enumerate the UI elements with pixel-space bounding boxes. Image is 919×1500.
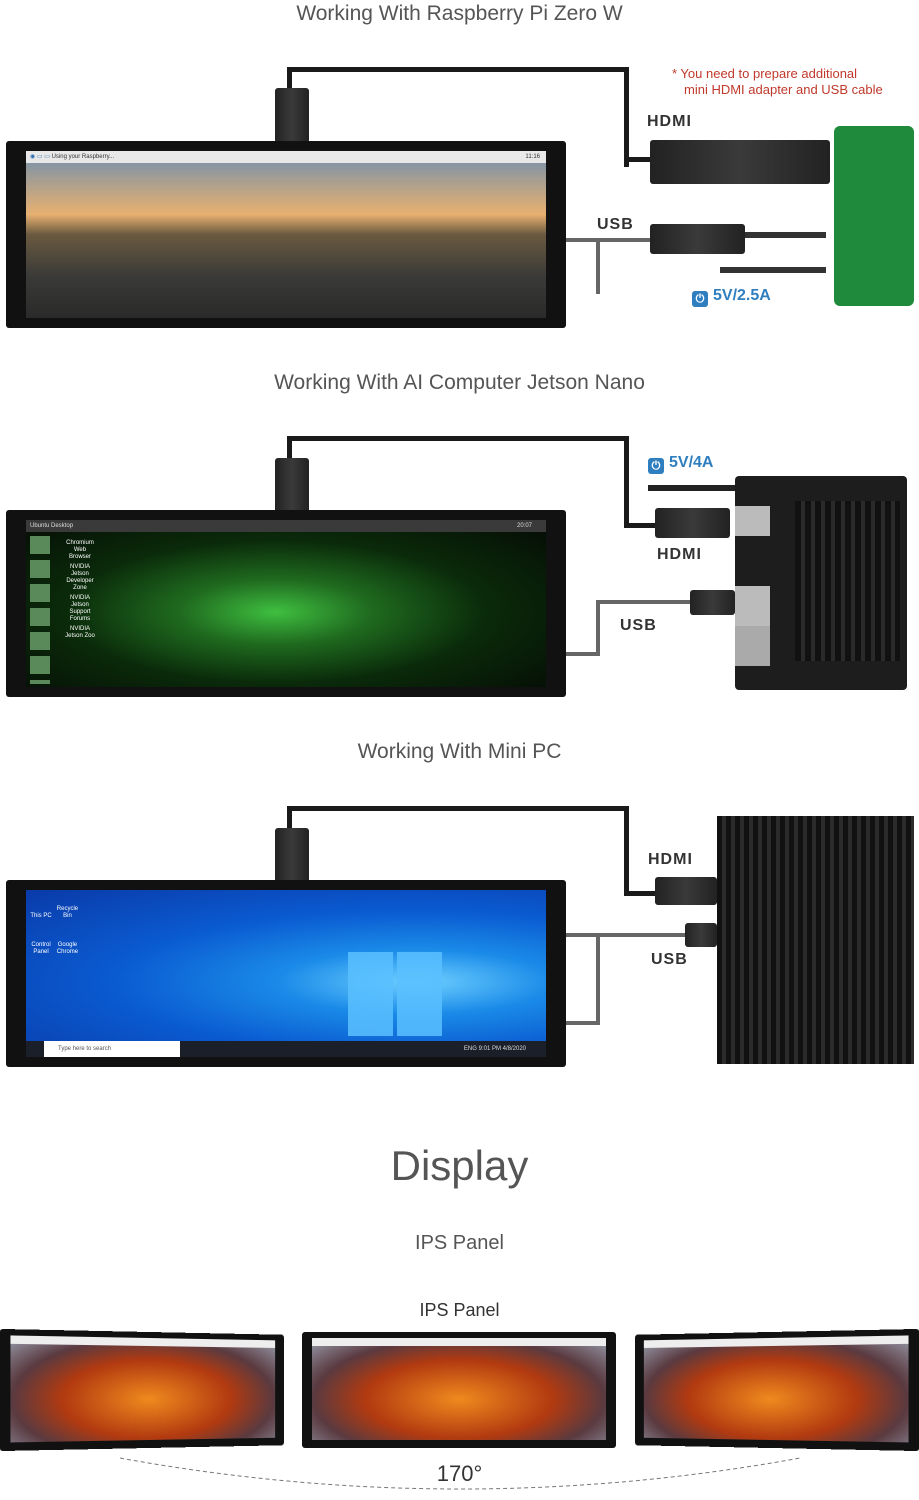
windows-logo	[348, 952, 442, 1036]
clock: 11:16	[525, 151, 546, 163]
desktop-icons: Chromium Web Browser NVIDIA Jetson Devel…	[64, 540, 96, 640]
note-line: mini HDMI adapter and USB cable	[672, 82, 883, 98]
raspberry-desktop: ◉ ▭ ▭ Using your Raspberry... 11:16	[26, 151, 546, 318]
usb-label: USB	[651, 951, 688, 969]
desktop-icon[interactable]: NVIDIA Jetson Zoo	[64, 626, 96, 640]
desktop-icon[interactable]: This PC	[30, 913, 52, 920]
ubuntu-desktop: Ubuntu Desktop 20:07 Chromium Web Browse…	[26, 520, 546, 687]
usb-label: USB	[620, 617, 657, 635]
section-title: Working With AI Computer Jetson Nano	[0, 371, 919, 395]
desktop-icon[interactable]: Control Panel	[30, 942, 52, 956]
note-text: * You need to prepare additional mini HD…	[672, 66, 883, 98]
ips-panel-right	[635, 1329, 919, 1451]
power-icon: ⏻	[692, 291, 708, 307]
display-monitor: ◉ ▭ ▭ Using your Raspberry... 11:16	[6, 141, 566, 328]
hdmi-plug	[655, 877, 717, 905]
clock: 9:01 PM	[479, 1046, 501, 1052]
desktop-icon[interactable]: NVIDIA Jetson Support Forums	[64, 595, 96, 623]
hdmi-plug	[275, 458, 309, 513]
power-icon: ⏻	[648, 458, 664, 474]
taskbar: Type here to search ENG 9:01 PM 4/8/2020	[26, 1041, 546, 1057]
usb-adapter	[650, 224, 745, 254]
display-heading: Display	[0, 1142, 919, 1190]
desktop-icon[interactable]: Recycle Bin	[56, 906, 78, 920]
desktop-icons: This PC Recycle Bin Control Panel Google…	[30, 904, 80, 958]
desktop-icon[interactable]: Google Chrome	[56, 942, 78, 956]
jetson-nano-board	[735, 476, 907, 690]
mini-hdmi-adapter	[650, 140, 830, 184]
power-label: ⏻5V/2.5A	[692, 287, 771, 307]
ips-panel-center	[302, 1332, 616, 1448]
section-title: Working With Mini PC	[0, 740, 919, 764]
raspberry-pi-zero-board	[834, 126, 914, 306]
search-box[interactable]: Type here to search	[44, 1041, 180, 1057]
note-line: * You need to prepare additional	[672, 66, 883, 82]
desktop-icon[interactable]: NVIDIA Jetson Developer Zone	[64, 564, 96, 592]
panel-label: IPS Panel	[0, 1300, 919, 1321]
hdmi-label: HDMI	[648, 851, 693, 869]
display-subheading: IPS Panel	[0, 1232, 919, 1255]
taskbar-tab: Using your Raspberry...	[52, 154, 115, 160]
desktop-icon[interactable]: Chromium Web Browser	[64, 540, 96, 561]
mini-pc	[717, 816, 914, 1064]
hdmi-plug	[655, 508, 730, 538]
taskbar: ◉ ▭ ▭ Using your Raspberry... 11:16	[26, 151, 546, 163]
hdmi-label: HDMI	[657, 546, 702, 564]
usb-cable	[566, 238, 600, 294]
launcher[interactable]	[30, 536, 50, 684]
lang-indicator[interactable]: ENG	[464, 1046, 477, 1052]
display-monitor: This PC Recycle Bin Control Panel Google…	[6, 880, 566, 1067]
top-bar: Ubuntu Desktop 20:07	[26, 520, 546, 532]
usb-label: USB	[597, 216, 634, 234]
hdmi-plug	[275, 828, 309, 883]
hdmi-label: HDMI	[647, 113, 692, 131]
usb-cable	[566, 933, 600, 1025]
ips-panel-left	[0, 1329, 284, 1451]
section-title: Working With Raspberry Pi Zero W	[0, 2, 919, 26]
windows-desktop: This PC Recycle Bin Control Panel Google…	[26, 890, 546, 1057]
power-label: ⏻5V/4A	[648, 454, 713, 474]
bar-title: Ubuntu Desktop	[30, 523, 73, 529]
viewing-angle-label: 170°	[0, 1461, 919, 1487]
clock: 20:07	[517, 520, 546, 532]
display-monitor: Ubuntu Desktop 20:07 Chromium Web Browse…	[6, 510, 566, 697]
hdmi-plug	[275, 88, 309, 143]
date: 4/8/2020	[503, 1046, 526, 1052]
